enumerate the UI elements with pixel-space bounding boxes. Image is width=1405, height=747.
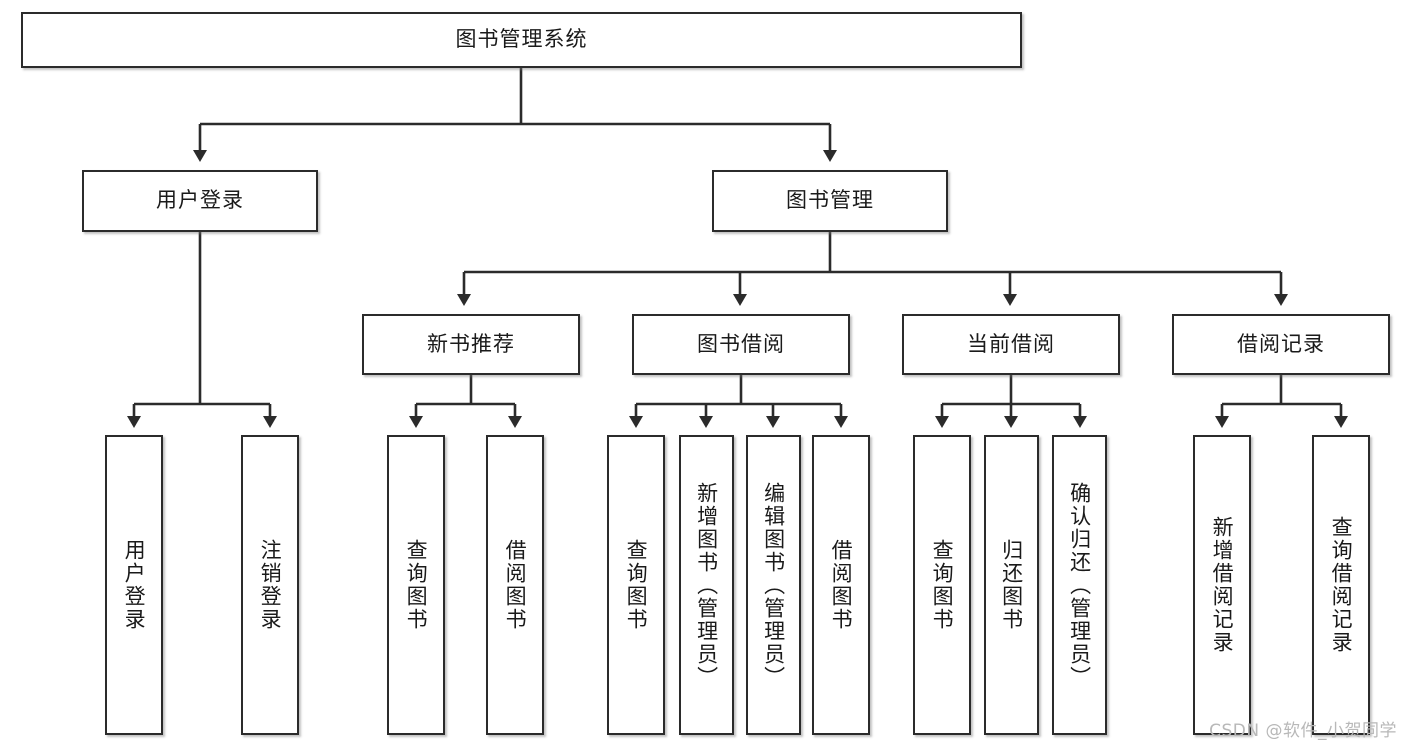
node-new-book-recommend[interactable]: 新书推荐 [362, 314, 580, 375]
leaf-borrowbook-borrow-book[interactable]: 借阅图书 [812, 435, 870, 735]
node-label: 借阅记录 [1237, 331, 1325, 356]
node-label: 图书管理系统 [455, 27, 588, 52]
node-label: 查询图书 [624, 539, 649, 631]
leaf-borrowbook-edit-book-admin[interactable]: 编辑图书（管理员） [746, 435, 801, 735]
node-label: 用户登录 [156, 188, 244, 213]
leaf-borrowrecord-add-record[interactable]: 新增借阅记录 [1193, 435, 1251, 735]
leaf-user-login-signout[interactable]: 注销登录 [241, 435, 299, 735]
node-label: 编辑图书（管理员） [761, 481, 786, 689]
node-label: 查询图书 [404, 539, 429, 631]
node-label: 注销登录 [258, 539, 283, 631]
node-label: 归还图书 [999, 539, 1024, 631]
node-user-login[interactable]: 用户登录 [82, 170, 318, 232]
node-label: 图书借阅 [697, 331, 785, 356]
leaf-currentborrow-query-book[interactable]: 查询图书 [913, 435, 971, 735]
node-book-borrow[interactable]: 图书借阅 [632, 314, 850, 375]
csdn-watermark: CSDN @软件_小贺同学 [1209, 721, 1397, 741]
leaf-borrowbook-add-book-admin[interactable]: 新增图书（管理员） [679, 435, 734, 735]
node-borrow-record[interactable]: 借阅记录 [1172, 314, 1390, 375]
node-label: 用户登录 [122, 539, 147, 631]
leaf-currentborrow-confirm-return-admin[interactable]: 确认归还（管理员） [1052, 435, 1107, 735]
node-label: 确认归还（管理员） [1067, 481, 1092, 689]
leaf-newbook-borrow-book[interactable]: 借阅图书 [486, 435, 544, 735]
node-book-management[interactable]: 图书管理 [712, 170, 948, 232]
node-label: 查询图书 [930, 539, 955, 631]
node-current-borrow[interactable]: 当前借阅 [902, 314, 1120, 375]
leaf-newbook-query-book[interactable]: 查询图书 [387, 435, 445, 735]
node-label: 借阅图书 [829, 539, 854, 631]
node-label: 新书推荐 [427, 331, 515, 356]
leaf-borrowbook-query-book[interactable]: 查询图书 [607, 435, 665, 735]
node-root-book-management-system[interactable]: 图书管理系统 [21, 12, 1022, 68]
node-label: 新增图书（管理员） [694, 481, 719, 689]
leaf-currentborrow-return-book[interactable]: 归还图书 [984, 435, 1039, 735]
node-label: 借阅图书 [503, 539, 528, 631]
node-label: 查询借阅记录 [1329, 516, 1354, 654]
node-label: 图书管理 [786, 188, 874, 213]
leaf-user-login-signin[interactable]: 用户登录 [105, 435, 163, 735]
node-label: 当前借阅 [967, 331, 1055, 356]
node-label: 新增借阅记录 [1210, 516, 1235, 654]
leaf-borrowrecord-query-record[interactable]: 查询借阅记录 [1312, 435, 1370, 735]
